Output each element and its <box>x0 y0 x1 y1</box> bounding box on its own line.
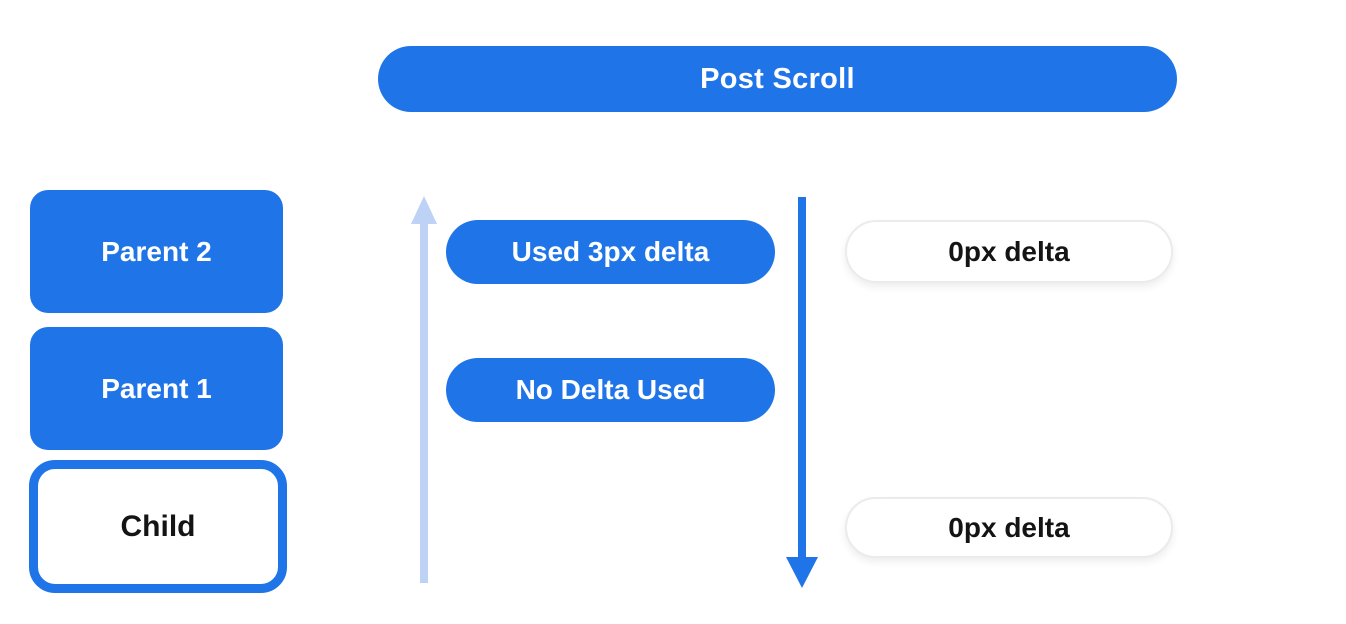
down-arrow-head <box>786 557 818 588</box>
up-arrow-shaft <box>420 222 428 583</box>
parent-2-box: Parent 2 <box>30 190 283 313</box>
used-delta-pill: Used 3px delta <box>446 220 775 284</box>
up-arrow-head <box>411 196 437 224</box>
post-scroll-header: Post Scroll <box>378 46 1177 112</box>
child-box: Child <box>29 460 287 593</box>
no-delta-used-pill: No Delta Used <box>446 358 775 422</box>
down-arrow-shaft <box>798 197 806 559</box>
zero-delta-pill-top: 0px delta <box>845 220 1173 283</box>
parent-1-box: Parent 1 <box>30 327 283 450</box>
zero-delta-pill-bottom: 0px delta <box>845 497 1173 558</box>
